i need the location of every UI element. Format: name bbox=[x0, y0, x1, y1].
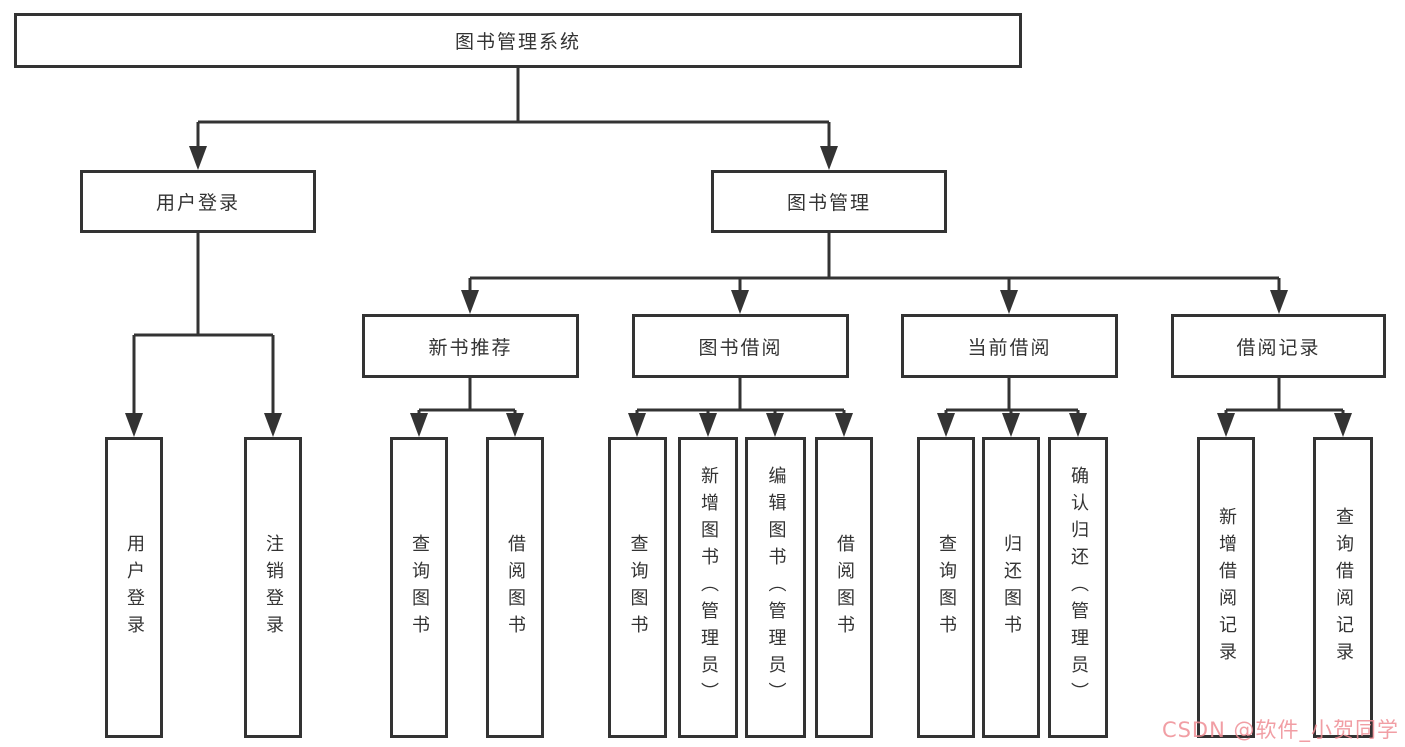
node-new-book-recommendation: 新书推荐 bbox=[362, 314, 579, 378]
leaf-return-books: 归还图书 bbox=[982, 437, 1040, 738]
node-current-borrowing: 当前借阅 bbox=[901, 314, 1118, 378]
node-borrowing-records: 借阅记录 bbox=[1171, 314, 1386, 378]
leaf-add-book-admin: 新增图书（管理员） bbox=[678, 437, 738, 738]
leaf-query-borrow-record: 查询借阅记录 bbox=[1313, 437, 1373, 738]
node-library-system: 图书管理系统 bbox=[14, 13, 1022, 68]
node-user-login: 用户登录 bbox=[80, 170, 316, 233]
leaf-user-login: 用户登录 bbox=[105, 437, 163, 738]
leaf-logout: 注销登录 bbox=[244, 437, 302, 738]
leaf-add-borrow-record: 新增借阅记录 bbox=[1197, 437, 1255, 738]
leaf-query-books: 查询图书 bbox=[608, 437, 667, 738]
watermark-text: CSDN @软件_小贺同学 bbox=[1161, 718, 1399, 742]
leaf-query-books: 查询图书 bbox=[390, 437, 448, 738]
node-book-borrowing: 图书借阅 bbox=[632, 314, 849, 378]
leaf-query-books: 查询图书 bbox=[917, 437, 975, 738]
leaf-borrow-books: 借阅图书 bbox=[815, 437, 873, 738]
leaf-borrow-books: 借阅图书 bbox=[486, 437, 544, 738]
leaf-confirm-return-admin: 确认归还（管理员） bbox=[1048, 437, 1108, 738]
node-book-management: 图书管理 bbox=[711, 170, 947, 233]
leaf-edit-book-admin: 编辑图书（管理员） bbox=[745, 437, 806, 738]
